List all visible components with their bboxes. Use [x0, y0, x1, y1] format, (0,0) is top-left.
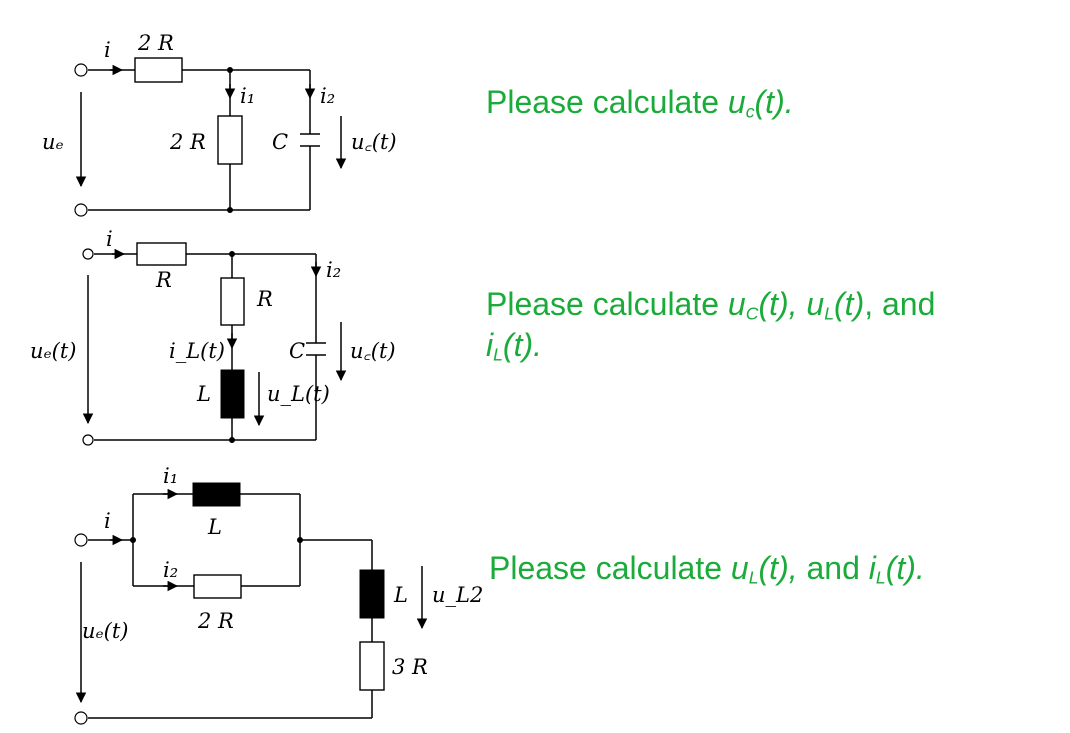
resistor-2r-series	[134, 57, 183, 83]
label-i: i	[106, 227, 113, 251]
inductor-l	[220, 369, 245, 419]
label-i1: i₁	[163, 464, 178, 488]
label-r-branch: R	[256, 287, 273, 311]
label-iL: i_L(t)	[169, 339, 225, 363]
label-c: C	[272, 130, 288, 154]
label-c: C	[289, 339, 305, 363]
capacitor	[306, 342, 326, 356]
label-r-series: R	[155, 268, 172, 292]
terminal	[74, 63, 88, 77]
label-uc: u꜀(t)	[351, 130, 397, 154]
terminal	[82, 248, 94, 260]
question-3-v2: i	[868, 550, 876, 586]
question-2-s3: L	[493, 344, 503, 365]
junction-dot	[227, 67, 233, 73]
junction-dot	[229, 437, 235, 443]
label-2r-parallel: 2 R	[197, 609, 234, 633]
label-l: L	[196, 382, 211, 406]
question-2-mid: , and	[864, 286, 936, 322]
question-2-s1: C	[745, 303, 759, 324]
label-3r-series: 3 R	[392, 655, 428, 679]
inductor-l-series	[359, 569, 385, 619]
inductor-l-top	[192, 482, 241, 507]
circuit-2-wires	[94, 253, 317, 441]
resistor-r-series	[136, 242, 187, 266]
circuit-1-wires	[88, 69, 311, 211]
label-i: i	[104, 38, 111, 62]
question-1-sub: c	[745, 101, 755, 122]
junction-dot	[297, 537, 303, 543]
label-ue: uₑ	[42, 130, 64, 154]
question-1-suffix: (t).	[754, 84, 794, 120]
question-3-s1: L	[748, 567, 759, 588]
question-2-v2: u	[797, 286, 825, 322]
label-ue: uₑ(t)	[82, 619, 128, 643]
question-1: Please calculate uc(t).	[486, 82, 794, 123]
question-1-var: u	[727, 84, 746, 120]
junction-dot	[229, 251, 235, 257]
question-3-s2: L	[875, 567, 886, 588]
question-2-s2: L	[824, 303, 835, 324]
question-2-v1: u	[727, 286, 746, 322]
resistor-3r-series	[359, 641, 385, 691]
label-uL2: u_L2	[432, 583, 483, 607]
terminal	[74, 533, 88, 547]
question-2-t1: (t),	[758, 286, 798, 322]
question-1-prefix: Please calculate	[486, 84, 728, 120]
junction-dot	[130, 537, 136, 543]
terminal	[74, 203, 88, 217]
resistor-2r-parallel	[193, 574, 242, 599]
question-2-t2: (t)	[834, 286, 865, 322]
label-i2: i₂	[320, 84, 335, 108]
label-i2: i₂	[326, 258, 341, 282]
label-i: i	[104, 509, 111, 533]
question-3-t1: (t),	[758, 550, 798, 586]
label-uL: u_L(t)	[267, 382, 330, 406]
label-ue: uₑ(t)	[30, 339, 76, 363]
label-uc: u꜀(t)	[350, 339, 396, 363]
circuit-3-wires	[88, 493, 373, 719]
question-3: Please calculate uL(t), and iL(t).	[489, 548, 925, 589]
terminal	[82, 434, 94, 446]
question-3-prefix: Please calculate	[489, 550, 731, 586]
question-2-v3: i	[486, 327, 494, 364]
question-2-prefix: Please calculate	[486, 286, 728, 322]
label-i2: i₂	[163, 558, 178, 582]
circuit-2: i R R i₂ uₑ(t) i_L(t) C u꜀(t) L u_L(t)	[30, 227, 396, 446]
circuit-1: i 2 R i₁ i₂ uₑ 2 R C u꜀(t)	[42, 31, 397, 217]
question-3-v1: u	[730, 550, 749, 586]
capacitor	[300, 133, 320, 147]
label-l-series: L	[393, 583, 408, 607]
circuit-3: i i₁ L i₂ 2 R uₑ(t) L u_L2 3 R	[74, 464, 483, 725]
label-2r-series: 2 R	[137, 31, 174, 55]
question-2-t3: (t).	[502, 327, 542, 364]
resistor-r-branch	[220, 277, 245, 326]
label-2r-shunt: 2 R	[169, 130, 206, 154]
label-l-top: L	[207, 515, 222, 539]
resistor-2r-shunt	[217, 115, 243, 165]
question-3-t2: (t).	[885, 550, 925, 586]
label-i1: i₁	[240, 84, 255, 108]
question-3-mid: and	[797, 550, 869, 586]
junction-dot	[227, 207, 233, 213]
terminal	[74, 711, 88, 725]
